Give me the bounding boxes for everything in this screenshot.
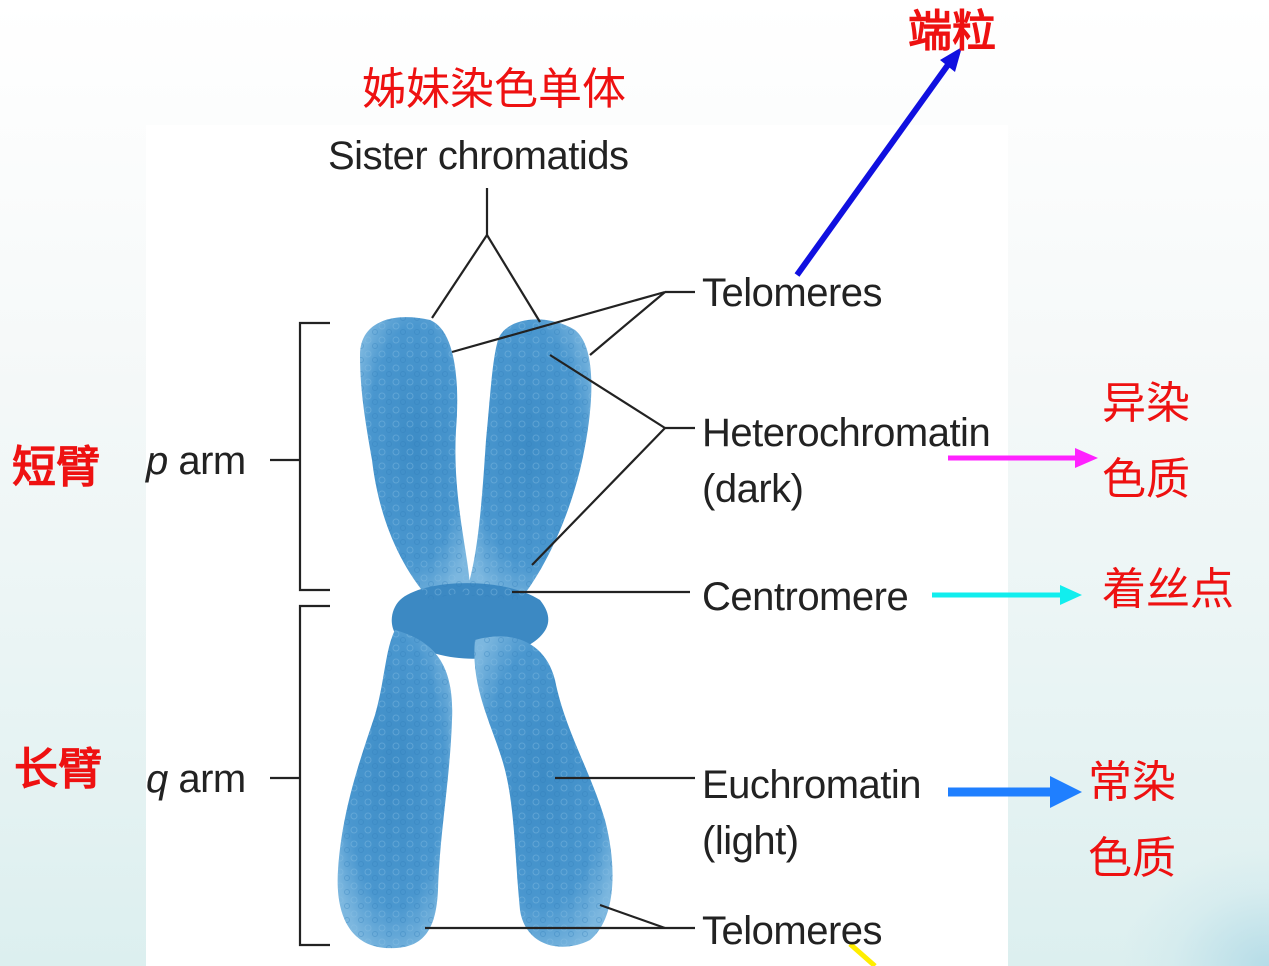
q-arm-label: q arm (146, 756, 246, 802)
zh-long-arm-label: 长臂 (14, 744, 102, 796)
q-arm-text: arm (168, 757, 246, 801)
heterochromatin-note: (dark) (702, 466, 803, 512)
zh-euchromatin-label: 常染色质 (1088, 745, 1198, 897)
heterochromatin-label: Heterochromatin (702, 410, 990, 456)
telomeres-top-label: Telomeres (702, 270, 882, 316)
euchromatin-arrowhead (1050, 776, 1082, 808)
p-arm-label: p arm (146, 438, 246, 484)
zh-centromere-label: 着丝点 (1102, 564, 1234, 616)
euchromatin-label: Euchromatin (702, 762, 921, 808)
zh-telomere-label: 端粒 (908, 6, 996, 58)
sister-chromatids-label: Sister chromatids (328, 133, 628, 179)
telomeres-bottom-label: Telomeres (702, 908, 882, 954)
heterochromatin-arrowhead (1075, 448, 1098, 468)
centromere-label: Centromere (702, 574, 908, 620)
zh-heterochromatin-label: 异染色质 (1102, 366, 1212, 518)
p-letter: p (146, 439, 168, 483)
telomere-arrow (797, 62, 950, 275)
euchromatin-note: (light) (702, 818, 799, 864)
zh-short-arm-label: 短臂 (12, 442, 100, 494)
p-arm-text: arm (168, 439, 246, 483)
centromere-arrowhead (1060, 585, 1082, 605)
chromosome-shape (338, 317, 613, 948)
q-letter: q (146, 757, 168, 801)
zh-sister-chromatids-label: 姊妹染色单体 (362, 64, 626, 116)
